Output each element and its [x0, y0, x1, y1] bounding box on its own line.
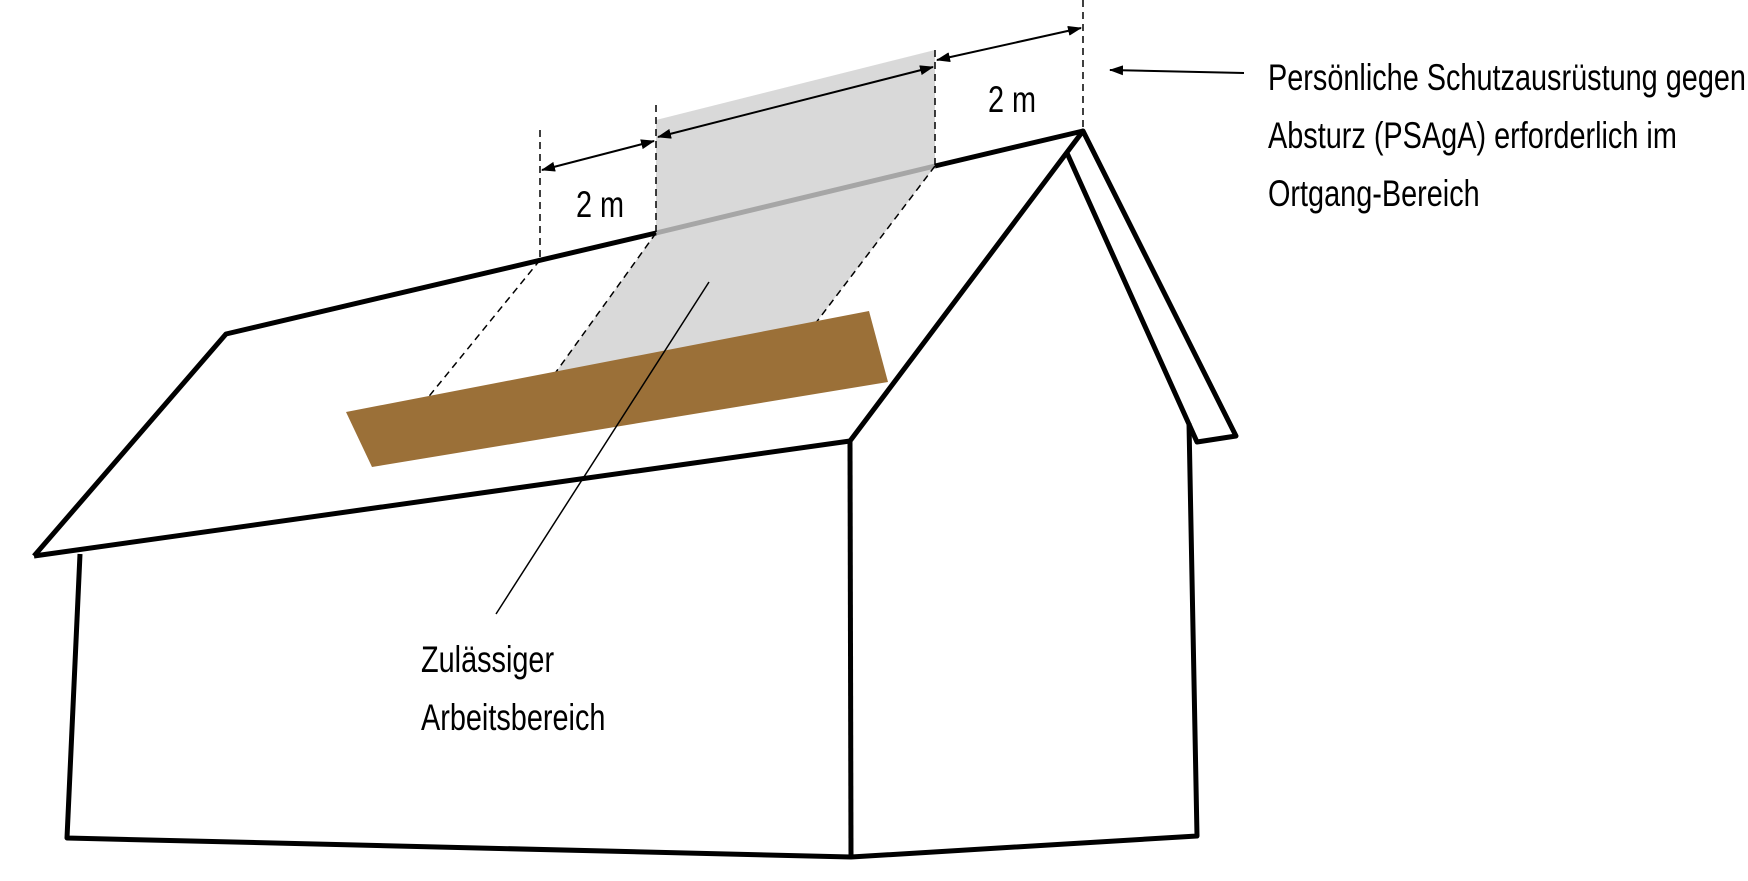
guide-line-right	[814, 165, 936, 325]
ppe-callout-line-2: Absturz (PSAgA) erforderlich im	[1268, 116, 1677, 157]
dimension-label-right: 2 m	[988, 80, 1036, 121]
dimension-arrow-left	[541, 139, 655, 172]
work-zone-leader	[495, 281, 710, 615]
gable-outline	[848, 128, 1239, 445]
work-zone-label-line-2: Arbeitsbereich	[421, 698, 605, 739]
work-zone-label-line-1: Zulässiger	[421, 640, 554, 681]
roof-ridge-left	[32, 230, 657, 558]
ppe-callout-line-1: Persönliche Schutzausrüstung gegen	[1268, 58, 1746, 99]
guide-line-middle	[555, 232, 657, 373]
ppe-callout-line-3: Ortgang-Bereich	[1268, 174, 1480, 215]
dimension-label-left: 2 m	[576, 185, 624, 226]
house-walls	[64, 422, 1200, 860]
dimension-arrow-center	[657, 65, 934, 139]
ppe-pointer-arrow	[1109, 65, 1245, 76]
dimension-arrow-right	[936, 25, 1082, 63]
ridge-work-segment	[655, 163, 936, 236]
roof-eave	[33, 438, 851, 559]
wood-plank	[346, 311, 888, 467]
house-corner	[847, 440, 854, 858]
roof-ridge-right	[934, 128, 1084, 169]
guide-line-left	[425, 259, 541, 401]
work-zone-area	[556, 166, 935, 372]
